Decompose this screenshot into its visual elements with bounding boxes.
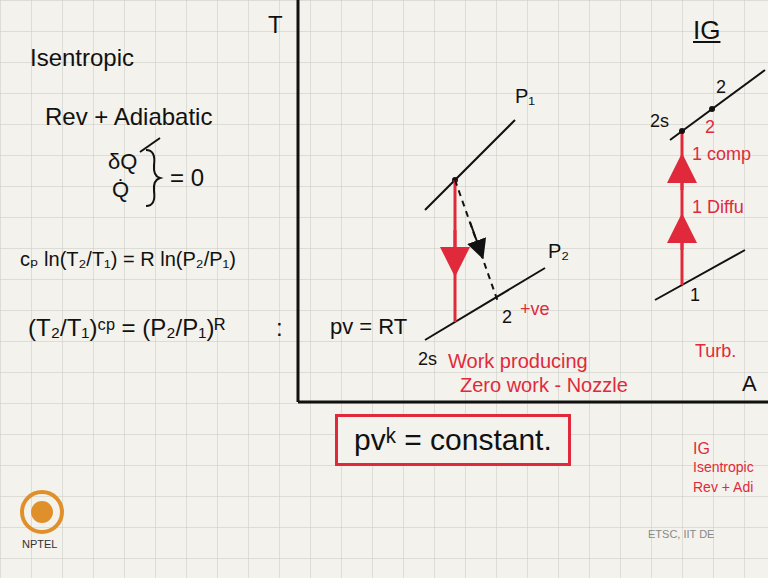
handwritten-note: = 0 (170, 165, 204, 191)
brace (146, 150, 160, 206)
isentropic-compression (681, 131, 684, 285)
handwritten-note: 2 (716, 78, 726, 98)
logo-ring (22, 492, 62, 532)
handwritten-note: δQ (108, 150, 137, 174)
handwritten-note: 2s (418, 350, 437, 370)
handwritten-note: Rev + Adi (693, 480, 753, 495)
handwritten-note: Q̇ (112, 178, 129, 202)
handwritten-note: Zero work - Nozzle (460, 374, 628, 396)
handwritten-note: IG (693, 440, 710, 458)
process-arrow (681, 168, 684, 190)
handwritten-note: 2 (502, 308, 512, 328)
handwritten-note: Isentropic (30, 45, 134, 71)
handwritten-note: 1 comp (692, 145, 751, 165)
handwritten-note: 2s (650, 112, 669, 132)
handwritten-note: NPTEL (22, 538, 57, 550)
handwritten-note: ETSC, IIT DE (648, 528, 714, 540)
handwritten-note: +ve (520, 300, 550, 320)
handwritten-note: : (276, 315, 283, 341)
state-point (709, 106, 715, 112)
isobar-p1 (425, 120, 515, 210)
actual-expansion (455, 180, 498, 302)
handwritten-note: Turb. (695, 342, 736, 362)
handwritten-note: P₁ (515, 85, 535, 107)
handwritten-note: Rev + Adiabatic (45, 104, 212, 130)
handwritten-note: P₂ (548, 240, 569, 262)
handwritten-note: 1 (690, 286, 700, 306)
handwritten-note: pv = RT (330, 315, 407, 339)
handwritten-note: 1 Diffu (692, 198, 744, 218)
process-arrow (470, 222, 480, 250)
formula-box: pvᵏ = constant. (335, 414, 571, 466)
isobar-high (670, 70, 765, 140)
state-point (679, 128, 685, 134)
isentropic-expansion (454, 180, 457, 322)
handwritten-note: IG (693, 16, 720, 45)
handwritten-note: Isentropic (693, 460, 754, 475)
temperature-axis (297, 0, 300, 402)
formula-text: pvᵏ = constant. (354, 423, 552, 457)
process-arrow (454, 230, 457, 262)
handwritten-note: cₚ ln(T₂/T₁) = R ln(P₂/P₁) (20, 248, 236, 270)
handwritten-note: T (268, 12, 283, 38)
logo-core (31, 501, 53, 523)
handwritten-note: (T₂/T₁)ᶜᵖ = (P₂/P₁)ᴿ (28, 315, 225, 341)
entropy-axis (298, 401, 768, 404)
handwritten-note: A (742, 372, 757, 396)
handwritten-note: 2 (705, 118, 715, 138)
handwritten-note: Work producing (448, 350, 588, 372)
process-arrow (681, 228, 684, 250)
